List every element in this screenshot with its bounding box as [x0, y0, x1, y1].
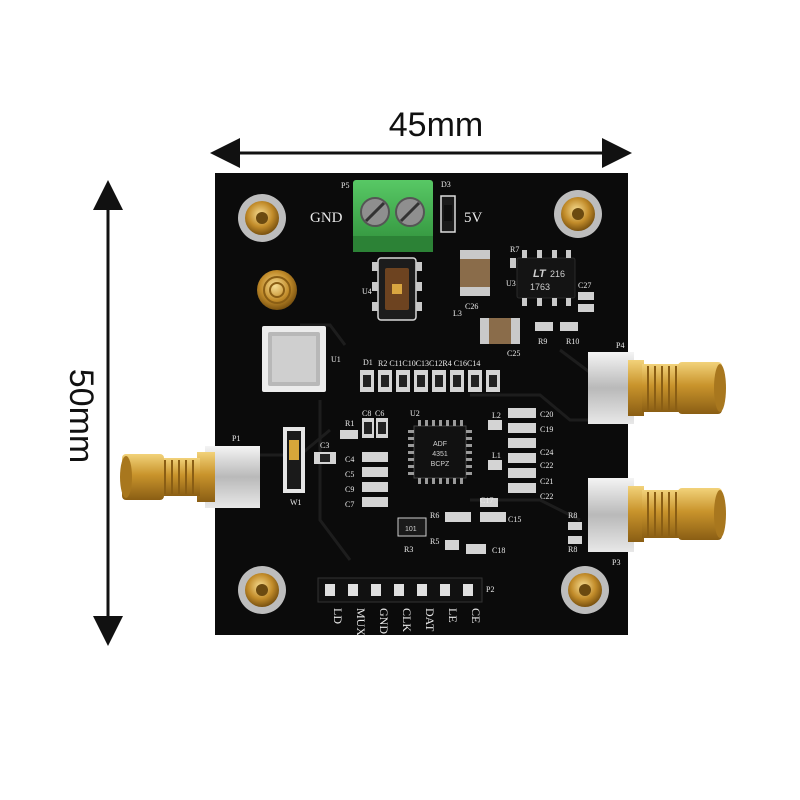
pin-label-mux: MUX	[354, 608, 368, 636]
diode-d3	[440, 195, 456, 233]
resistors-r9-r10	[535, 322, 578, 331]
small-caps-right-top	[510, 258, 594, 312]
l1-ref: L1	[492, 451, 501, 460]
sma-connector-p1	[120, 446, 260, 508]
c8-ref: C8	[362, 409, 371, 418]
c21-ref: C21	[540, 477, 553, 486]
pin-label-gnd: GND	[377, 608, 391, 634]
c9-ref: C9	[345, 485, 354, 494]
tantalum-capacitor-c25	[480, 318, 520, 344]
c7-ref: C7	[345, 500, 354, 509]
5v-label: 5V	[464, 210, 483, 226]
gnd-label: GND	[310, 210, 343, 226]
r5-ref: R5	[430, 537, 439, 546]
u1-ref: U1	[331, 355, 341, 364]
chip-marking-line3: BCPZ	[431, 461, 450, 468]
logo-pad	[257, 270, 297, 310]
c22-ref: C22	[540, 492, 553, 501]
sma-connector-p3	[588, 478, 726, 552]
width-dimension: 45mm	[210, 106, 632, 168]
c4-ref: C4	[345, 455, 354, 464]
left-center-capacitors	[314, 418, 388, 507]
d3-ref: D3	[441, 180, 451, 189]
pin-label-ld: LD	[331, 608, 345, 624]
r7-ref: R7	[510, 245, 519, 254]
tantalum-capacitor-c26	[460, 250, 490, 296]
p2-ref: P2	[486, 585, 494, 594]
chip-marking-line1: ADF	[433, 441, 447, 448]
p4-ref: P4	[616, 341, 624, 350]
screw-terminal	[353, 180, 433, 252]
c6-ref: C6	[375, 409, 384, 418]
u3-label-side: U3	[506, 279, 516, 288]
pcb-board: GND 5V P5 D3 U4 C26 L3	[215, 173, 628, 636]
resistor-marking: 101	[405, 526, 417, 533]
mounting-hole-bottom-right	[561, 566, 609, 614]
c22-ref-upper: C22	[540, 461, 553, 470]
mounting-hole-top-right	[554, 190, 602, 238]
r8-ref-upper: R8	[568, 511, 577, 520]
regulator-code-b: 1763	[530, 282, 550, 292]
regulator-u3	[516, 250, 576, 306]
crystal-oscillator-u1	[262, 326, 326, 392]
r8-ref: R8	[568, 545, 577, 554]
r1-ref: R1	[345, 419, 354, 428]
c3-ref: C3	[320, 441, 329, 450]
r6-ref: R6	[430, 511, 439, 520]
p5-ref: P5	[341, 181, 349, 190]
u4-ref: U4	[362, 287, 372, 296]
mounting-hole-top-left	[238, 194, 286, 242]
width-label: 45mm	[389, 106, 483, 144]
pin-label-le: LE	[446, 608, 460, 623]
regulator-code-a: 216	[550, 269, 565, 279]
height-label: 50mm	[62, 369, 100, 463]
top-row-capacitors	[360, 370, 500, 392]
c19-ref: C19	[540, 425, 553, 434]
sma-connector-p4	[588, 352, 726, 424]
pin-label-dat: DAT	[423, 608, 437, 632]
bottom-center-passives	[397, 498, 506, 554]
pin-label-ce: CE	[469, 608, 483, 623]
height-dimension: 50mm	[62, 180, 123, 646]
top-row-refs: R2 C11C10C13C12R4 C16C14	[378, 359, 480, 368]
right-passives	[488, 408, 536, 493]
resistors-r8	[568, 522, 582, 544]
pll-chip-u2	[408, 420, 472, 484]
balun-u4	[372, 257, 422, 321]
p1-ref: P1	[232, 434, 240, 443]
pin-header-p2	[317, 577, 483, 603]
mounting-hole-bottom-left	[238, 566, 286, 614]
c5-ref: C5	[345, 470, 354, 479]
p3-ref: P3	[612, 558, 620, 567]
u2-ref: U2	[410, 409, 420, 418]
c26-ref: C26	[465, 302, 478, 311]
r9-ref: R9	[538, 337, 547, 346]
r3-ref: R3	[404, 545, 413, 554]
c27-ref: C27	[578, 281, 591, 290]
l2-ref: L2	[492, 411, 501, 420]
jumper-w1	[283, 427, 305, 493]
pin-label-clk: CLK	[400, 608, 414, 632]
header-pin-labels: LD MUX GND CLK DAT LE CE	[331, 608, 483, 636]
r10-ref: R10	[566, 337, 579, 346]
chip-marking-line2: 4351	[432, 451, 448, 458]
c20-ref: C20	[540, 410, 553, 419]
w1-ref: W1	[290, 498, 302, 507]
c17-ref: C17	[480, 496, 493, 505]
c18-ref: C18	[492, 546, 505, 555]
d1-ref: D1	[363, 358, 373, 367]
c15-ref: C15	[508, 515, 521, 524]
l3-ref: L3	[453, 309, 462, 318]
regulator-logo: LT	[533, 268, 547, 280]
c25-ref: C25	[507, 349, 520, 358]
c24-ref: C24	[540, 448, 553, 457]
